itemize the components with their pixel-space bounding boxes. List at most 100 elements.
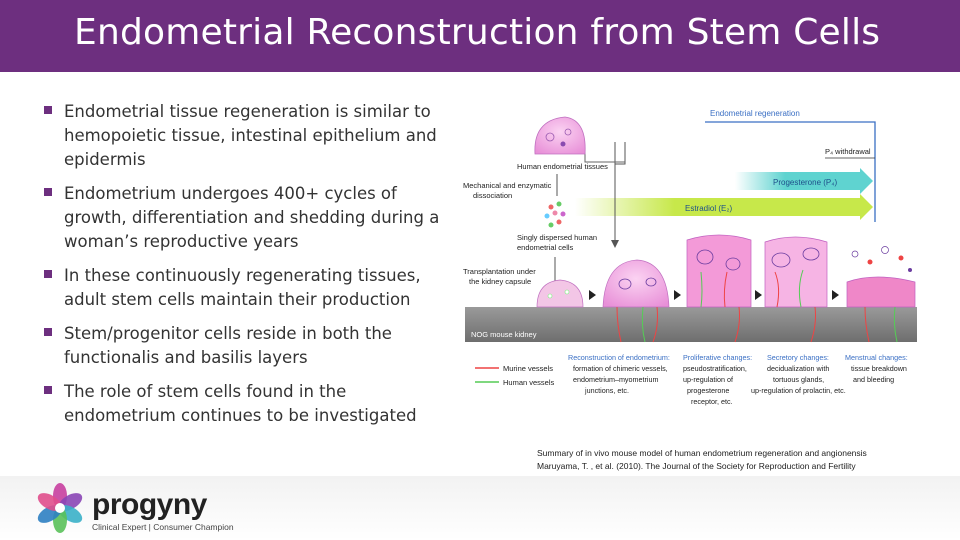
human-tissue-blob: [534, 116, 586, 155]
progesterone-arrowhead: [860, 168, 873, 194]
footer-band: [0, 476, 960, 540]
caption-prolif: up-regulation of: [683, 375, 733, 384]
dispersed-cell: [548, 204, 554, 210]
legend-human: Human vessels: [503, 378, 555, 387]
label-mechanical: Mechanical and enzymatic: [463, 181, 552, 190]
stage1-cell: [547, 293, 553, 299]
stage5-debris: [881, 246, 889, 254]
vertical-flow-arrow: [584, 147, 625, 163]
label-endometrial-regeneration: Endometrial regeneration: [710, 109, 800, 118]
dispersed-cell: [552, 210, 558, 216]
caption-secret-title: Secretory changes:: [767, 353, 829, 362]
caption-secret: tortuous glands,: [773, 375, 824, 384]
bullet-item: Stem/progenitor cells reside in both the…: [44, 322, 444, 370]
bullet-item: Endometrium undergoes 400+ cycles of gro…: [44, 182, 444, 254]
bullet-text: The role of stem cells found in the endo…: [64, 382, 417, 425]
tissue-cell: [560, 141, 566, 147]
stage4-vessel: [810, 306, 816, 343]
bullet-text: Endometrial tissue regeneration is simil…: [64, 102, 437, 169]
stage5-debris: [851, 250, 859, 258]
progyny-logo-icon: [37, 483, 83, 533]
caption-prolif: receptor, etc.: [691, 397, 733, 406]
dispersed-cell: [556, 219, 562, 225]
bullet-text: In these continuously regenerating tissu…: [64, 266, 421, 309]
bullet-item: Endometrial tissue regeneration is simil…: [44, 100, 444, 172]
blue-transfer-arrowhead: [611, 240, 619, 248]
label-nog: NOG mouse kidney: [471, 330, 537, 339]
caption-prolif: progesterone: [687, 386, 729, 395]
stage3-tissue: [686, 234, 752, 308]
bullet-marker: [44, 270, 52, 278]
dispersed-cell: [548, 222, 554, 228]
stage5-tissue: [846, 276, 916, 308]
caption-prolif-title: Proliferative changes:: [683, 353, 752, 362]
tissue-cell: [545, 132, 555, 142]
title-bar: Endometrial Reconstruction from Stem Cel…: [0, 0, 960, 72]
stage3-vessel: [700, 271, 703, 308]
caption-citation: Maruyama, T. , et al. (2010). The Journa…: [537, 461, 856, 471]
stage5-debris: [898, 255, 904, 261]
regeneration-bracket: [705, 121, 876, 222]
cycle-return-arrow: [614, 142, 626, 165]
label-human-tissues: Human endometrial tissues: [517, 162, 608, 171]
bullet-marker: [44, 328, 52, 336]
stage4-gland: [771, 252, 791, 268]
progesterone-bar: [735, 172, 860, 190]
stage2-vessel: [641, 306, 646, 343]
slide-title: Endometrial Reconstruction from Stem Cel…: [74, 12, 881, 53]
bullet-item: In these continuously regenerating tissu…: [44, 264, 444, 312]
bullet-list: Endometrial tissue regeneration is simil…: [44, 100, 444, 438]
stage1-dome: [536, 279, 584, 308]
figure-caption: Summary of in vivo mouse model of human …: [537, 447, 947, 473]
logo-tagline: Clinical Expert | Consumer Champion: [92, 522, 234, 532]
stage4-vessel: [774, 271, 780, 308]
caption-prolif: pseudostratification,: [683, 364, 747, 373]
stage2-vessel: [616, 306, 622, 343]
legend-murine: Murine vessels: [503, 364, 553, 373]
stage3-vessel: [734, 306, 740, 343]
label-estradiol: Estradiol (E₂): [685, 204, 732, 213]
stage2-gland: [618, 278, 632, 290]
caption-secret: decidualization with: [767, 364, 829, 373]
stage3-vessel: [723, 271, 728, 308]
bullet-marker: [44, 188, 52, 196]
label-kidney-capsule: the kidney capsule: [469, 277, 531, 286]
stage4-tissue: [764, 236, 828, 308]
dispersed-cell: [560, 211, 566, 217]
caption-mens-title: Menstrual changes:: [845, 353, 908, 362]
caption-recon: endometrium–myometrium: [573, 375, 658, 384]
bullet-text: Endometrium undergoes 400+ cycles of gro…: [64, 184, 440, 251]
stage-arrow: [589, 290, 596, 300]
bullet-marker: [44, 106, 52, 114]
caption-recon: junctions, etc.: [584, 386, 629, 395]
kidney-base: [465, 307, 917, 342]
stage5-debris: [908, 268, 912, 272]
caption-line: Summary of in vivo mouse model of human …: [537, 448, 867, 458]
caption-recon-title: Reconstruction of endometrium:: [568, 353, 670, 362]
bullet-text: Stem/progenitor cells reside in both the…: [64, 324, 392, 367]
regeneration-diagram: Endometrial regeneration P₄ withdrawal P…: [463, 109, 917, 406]
dispersed-cell: [556, 201, 562, 207]
stage4-vessel: [798, 269, 804, 308]
label-dissociation: dissociation: [473, 191, 512, 200]
stage4-gland: [802, 247, 820, 261]
stage5-debris: [867, 259, 873, 265]
logo-wordmark: progyny: [92, 488, 207, 521]
label-transplantation: Transplantation under: [463, 267, 536, 276]
stage-arrow: [674, 290, 681, 300]
stage-arrow: [755, 290, 762, 300]
label-p4-withdrawal: P₄ withdrawal: [825, 147, 871, 156]
stage3-gland: [725, 257, 741, 271]
stage2-gland: [645, 277, 657, 287]
bullet-marker: [44, 386, 52, 394]
stage-arrow: [832, 290, 839, 300]
caption-secret: up-regulation of prolactin, etc.: [751, 386, 846, 395]
estradiol-bar: [575, 198, 860, 216]
estradiol-arrowhead: [860, 194, 873, 220]
stage2-dome: [602, 259, 670, 308]
label-endometrial-cells: endometrial cells: [517, 243, 574, 252]
stage5-vessel: [893, 306, 898, 343]
dispersed-cell: [544, 213, 550, 219]
stage1-cell: [564, 289, 570, 295]
tissue-cell: [564, 128, 572, 136]
